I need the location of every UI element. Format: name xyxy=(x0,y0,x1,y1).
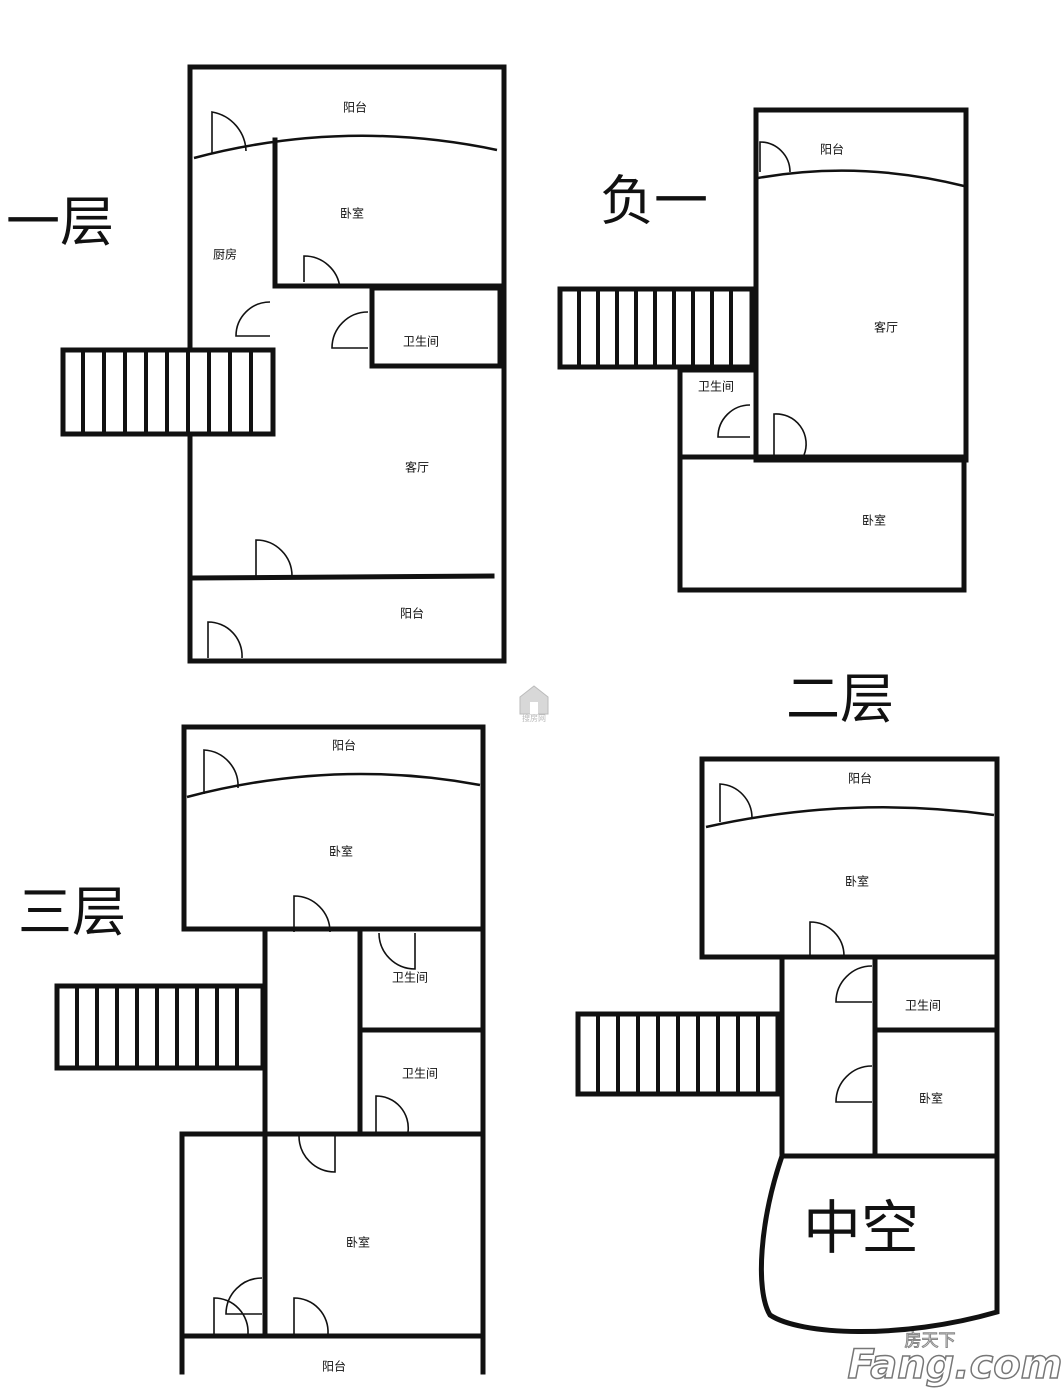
room-label-bedroom: 卧室 xyxy=(845,874,869,889)
door-swing xyxy=(809,921,845,957)
first-floor-plan: 阳台 卧室 厨房 卫生间 客厅 阳台 一层 xyxy=(6,64,507,664)
room-label-balcony: 阳台 xyxy=(322,1359,346,1374)
second-floor-stairs xyxy=(575,1011,781,1097)
door-swing xyxy=(298,1135,336,1173)
basement-stairs xyxy=(557,286,755,370)
room-label-balcony: 阳台 xyxy=(820,142,844,157)
floor-label-second: 二层 xyxy=(786,668,894,731)
door-swing xyxy=(835,1065,873,1103)
room-label-bedroom: 卧室 xyxy=(919,1091,943,1106)
room-label-bedroom: 卧室 xyxy=(862,513,886,528)
room-label-kitchen: 厨房 xyxy=(213,247,237,262)
second-top-bedroom-outline xyxy=(699,756,1000,960)
floor-label-first: 一层 xyxy=(6,191,114,254)
room-label-bathroom: 卫生间 xyxy=(698,380,734,394)
watermark-en: Fang.com xyxy=(848,1342,1062,1388)
door-swing xyxy=(835,965,873,1003)
center-watermark-text: 搜房网 xyxy=(522,713,546,723)
basement-balcony-rail xyxy=(757,169,965,188)
third-bottom-outline xyxy=(179,1131,486,1375)
door-swing xyxy=(717,404,751,438)
basement-main-outline xyxy=(753,107,969,463)
room-label-balcony: 阳台 xyxy=(400,606,424,621)
door-swing xyxy=(331,311,369,349)
fang-watermark: 房天下 Fang.com xyxy=(847,1331,1062,1389)
second-void-outline xyxy=(758,1152,1000,1334)
third-top-bedroom-outline xyxy=(181,724,486,932)
room-label-void: 中空 xyxy=(803,1194,919,1262)
door-swing xyxy=(235,301,271,337)
second-floor-plan: 阳台 卧室 卫生间 卧室 中空 二层 xyxy=(575,668,1000,1334)
door-swing xyxy=(375,1095,410,1133)
basement-floor-plan: 阳台 客厅 卫生间 卧室 负一 xyxy=(557,107,969,593)
first-balcony-rail xyxy=(193,134,498,160)
door-swing xyxy=(773,413,807,456)
door-swing xyxy=(303,255,341,289)
room-label-bedroom: 卧室 xyxy=(340,206,364,221)
door-swing xyxy=(203,749,239,794)
door-swing xyxy=(293,895,331,933)
second-balcony-rail xyxy=(705,806,995,829)
room-label-living-room: 客厅 xyxy=(874,320,898,335)
floor-label-third: 三层 xyxy=(18,881,126,944)
house-icon xyxy=(519,685,549,715)
floor-label-basement: 负一 xyxy=(600,170,708,233)
basement-bedroom-outline xyxy=(677,454,967,593)
room-label-bathroom: 卫生间 xyxy=(403,335,439,349)
third-floor-plan: 阳台 卧室 卫生间 卫生间 卧室 阳台 三层 xyxy=(18,724,486,1375)
door-swing xyxy=(719,783,753,822)
room-label-bedroom: 卧室 xyxy=(346,1235,370,1250)
door-swing xyxy=(378,932,416,970)
wall xyxy=(189,573,495,581)
door-swing xyxy=(213,1297,249,1335)
room-label-living-room: 客厅 xyxy=(405,460,429,475)
room-label-bathroom: 卫生间 xyxy=(402,1067,438,1081)
room-label-bathroom: 卫生间 xyxy=(392,971,428,985)
room-label-balcony: 阳台 xyxy=(343,100,367,115)
door-swing xyxy=(225,1277,263,1315)
room-label-balcony: 阳台 xyxy=(848,771,872,786)
room-label-balcony: 阳台 xyxy=(332,738,356,753)
room-label-bathroom: 卫生间 xyxy=(905,999,941,1013)
door-swing xyxy=(211,111,247,153)
third-balcony-rail xyxy=(186,772,481,799)
third-floor-stairs xyxy=(54,983,266,1071)
first-bathroom-walls xyxy=(369,285,503,369)
door-swing xyxy=(255,539,293,577)
watermark-cn: 房天下 xyxy=(905,1331,956,1351)
door-swing xyxy=(207,621,243,659)
door-swing xyxy=(759,141,791,173)
first-floor-stairs xyxy=(60,347,276,437)
room-label-bedroom: 卧室 xyxy=(329,844,353,859)
door-swing xyxy=(293,1297,329,1335)
